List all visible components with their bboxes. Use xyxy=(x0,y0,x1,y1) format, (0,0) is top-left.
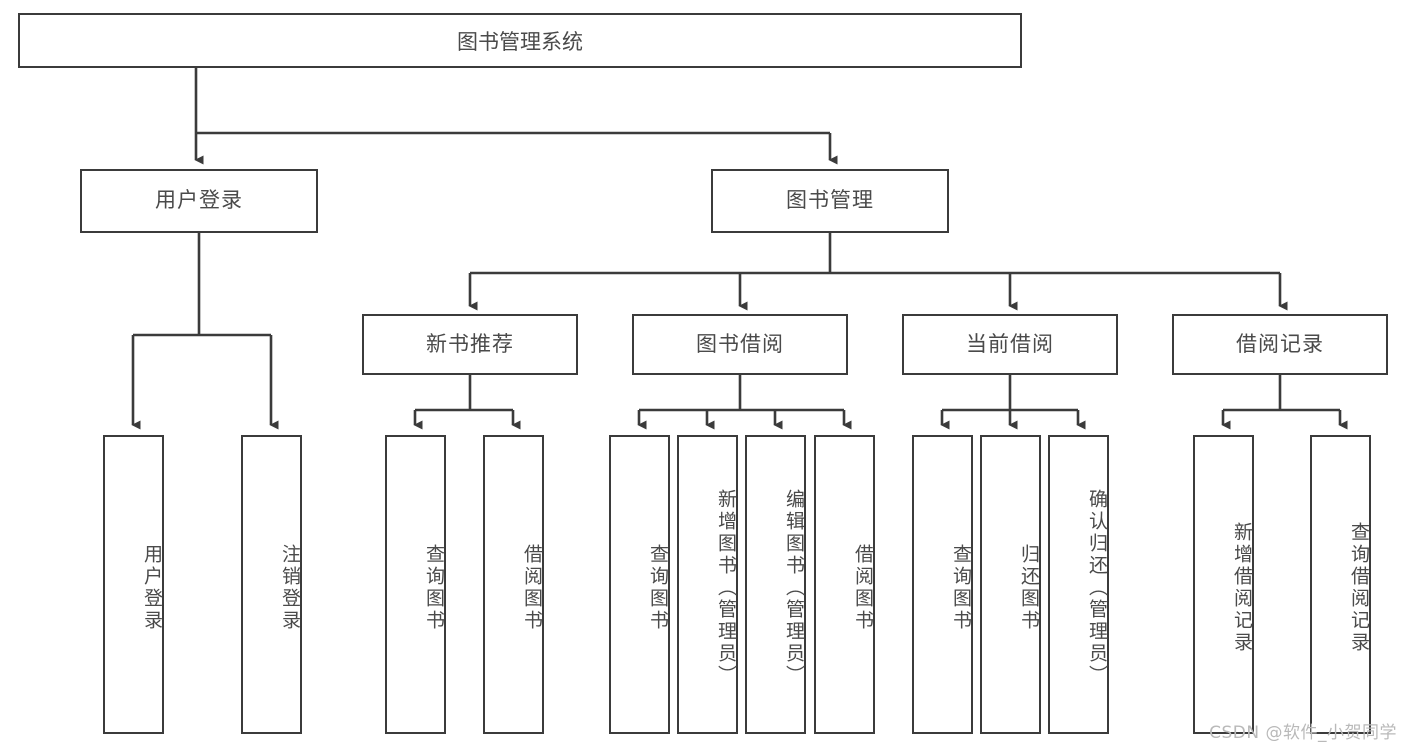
leaf-query-borrow-record-label: 查询借阅记录 xyxy=(1348,521,1370,654)
watermark: CSDN @软件_小贺同学 xyxy=(1209,723,1397,743)
node-root[interactable]: 图书管理系统 xyxy=(18,13,1022,68)
leaf-confirm-return-admin-label: 确认归还（管理员） xyxy=(1086,488,1108,687)
leaf-add-borrow-record-label: 新增借阅记录 xyxy=(1231,521,1253,654)
leaf-add-book-admin-label: 新增图书（管理员） xyxy=(715,488,737,687)
leaf-borrow-book-label: 借阅图书 xyxy=(852,543,874,632)
leaf-query-book-current-label: 查询图书 xyxy=(950,543,972,632)
leaf-edit-book-admin[interactable]: 编辑图书（管理员） xyxy=(745,435,806,734)
leaf-borrow-book[interactable]: 借阅图书 xyxy=(814,435,875,734)
leaf-return-book[interactable]: 归还图书 xyxy=(980,435,1041,734)
leaf-add-borrow-record[interactable]: 新增借阅记录 xyxy=(1193,435,1254,734)
leaf-query-book-borrow-label: 查询图书 xyxy=(647,543,669,632)
leaf-borrow-book-recommend-label: 借阅图书 xyxy=(521,543,543,632)
node-current-borrow-label: 当前借阅 xyxy=(966,331,1054,356)
leaf-query-book-borrow[interactable]: 查询图书 xyxy=(609,435,670,734)
leaf-user-login[interactable]: 用户登录 xyxy=(103,435,164,734)
leaf-confirm-return-admin[interactable]: 确认归还（管理员） xyxy=(1048,435,1109,734)
node-book-borrow[interactable]: 图书借阅 xyxy=(632,314,848,375)
leaf-return-book-label: 归还图书 xyxy=(1018,543,1040,632)
leaf-edit-book-admin-label: 编辑图书（管理员） xyxy=(783,488,805,687)
node-user-login-label: 用户登录 xyxy=(155,188,243,213)
leaf-query-book-recommend[interactable]: 查询图书 xyxy=(385,435,446,734)
node-current-borrow[interactable]: 当前借阅 xyxy=(902,314,1118,375)
node-root-label: 图书管理系统 xyxy=(457,29,583,54)
leaf-logout-label: 注销登录 xyxy=(279,543,301,632)
leaf-query-book-current[interactable]: 查询图书 xyxy=(912,435,973,734)
leaf-user-login-label: 用户登录 xyxy=(141,543,163,632)
node-user-login[interactable]: 用户登录 xyxy=(80,169,318,233)
leaf-query-borrow-record[interactable]: 查询借阅记录 xyxy=(1310,435,1371,734)
node-new-book-recommend-label: 新书推荐 xyxy=(426,331,514,356)
node-book-management[interactable]: 图书管理 xyxy=(711,169,949,233)
node-borrow-record[interactable]: 借阅记录 xyxy=(1172,314,1388,375)
node-new-book-recommend[interactable]: 新书推荐 xyxy=(362,314,578,375)
node-borrow-record-label: 借阅记录 xyxy=(1236,331,1324,356)
leaf-add-book-admin[interactable]: 新增图书（管理员） xyxy=(677,435,738,734)
node-book-management-label: 图书管理 xyxy=(786,188,874,213)
leaf-borrow-book-recommend[interactable]: 借阅图书 xyxy=(483,435,544,734)
leaf-query-book-recommend-label: 查询图书 xyxy=(423,543,445,632)
leaf-logout[interactable]: 注销登录 xyxy=(241,435,302,734)
node-book-borrow-label: 图书借阅 xyxy=(696,331,784,356)
